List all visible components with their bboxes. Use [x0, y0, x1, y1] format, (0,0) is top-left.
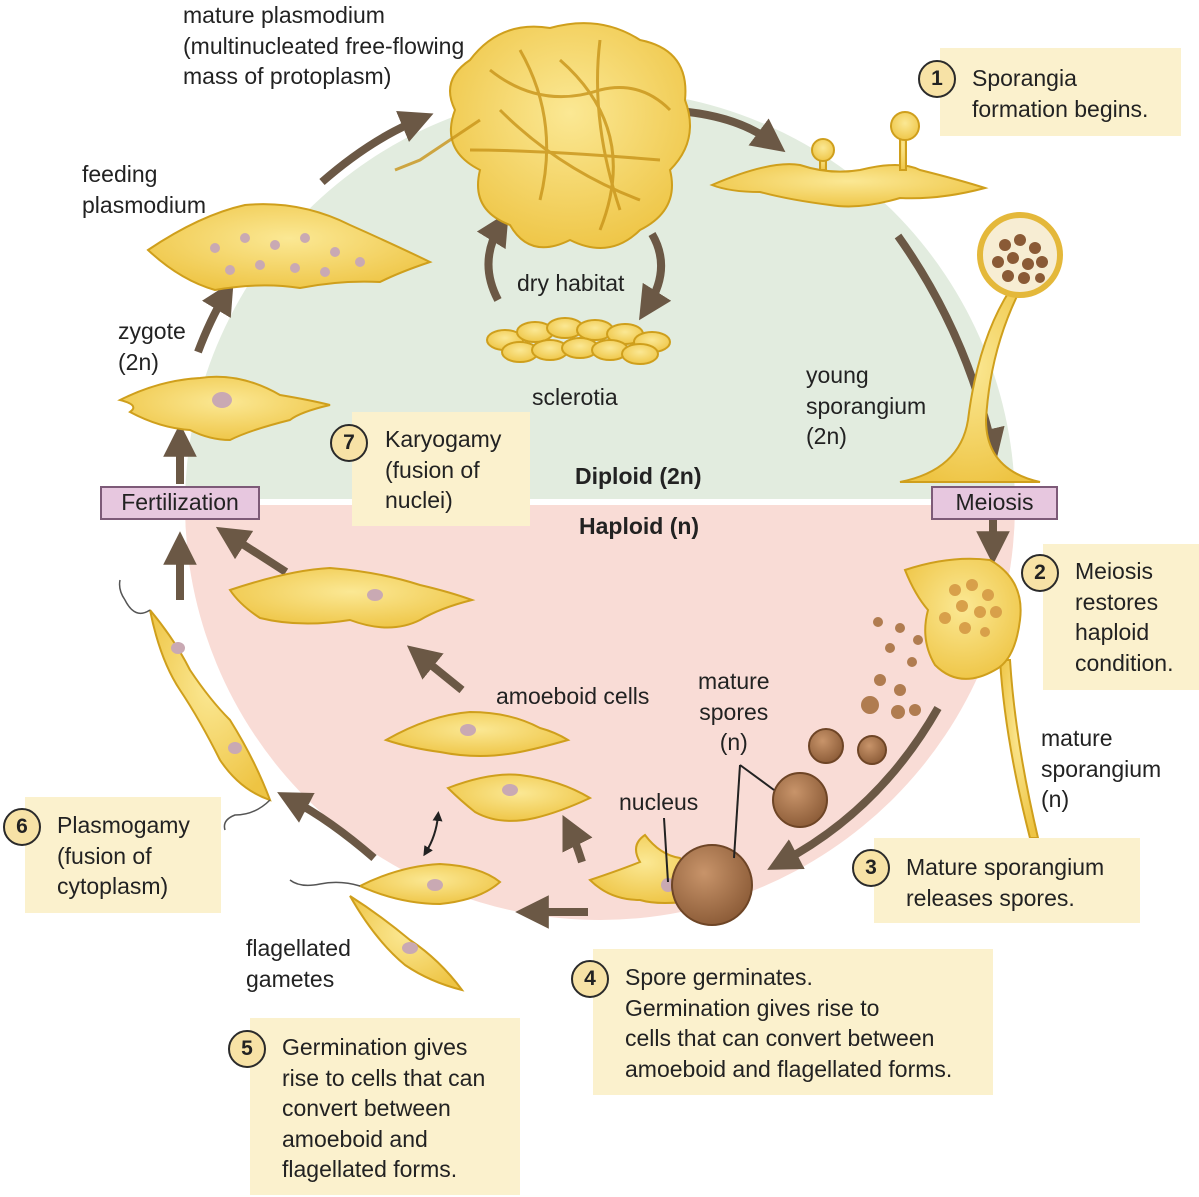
- spores-pointer-a: [739, 764, 775, 791]
- step-6-box: [25, 797, 221, 913]
- label-nucleus: nucleus: [619, 789, 699, 815]
- step-7-box: [352, 412, 530, 526]
- young-sporangium-illustration: [899, 212, 1063, 483]
- nucleus-pointer: [663, 817, 669, 883]
- step-4-box: [593, 949, 993, 1095]
- mature-plasmodium-illustration: [394, 22, 691, 249]
- mature-sporangium-illustration: [861, 557, 1040, 839]
- sporangia-formation-illustration: [709, 111, 989, 208]
- spores-pointer-b: [733, 764, 741, 859]
- step-6-text: Plasmogamy (fusion of cytoplasm): [57, 812, 190, 899]
- cycle-arrows: [163, 108, 1010, 929]
- label-mature-spores: mature spores (n): [698, 668, 770, 755]
- step-2-number: 2: [1021, 554, 1059, 592]
- arrow-to-sclerotia: [639, 231, 672, 321]
- meiosis-box: Meiosis: [931, 486, 1058, 520]
- step-1-box: [940, 48, 1181, 136]
- label-mature-sporangium: mature sporangium (n): [1041, 725, 1162, 812]
- arrow-amoeba-to-fertilization: [215, 526, 289, 576]
- label-mature-plasmodium: mature plasmodium (multinucleated free-f…: [183, 2, 465, 89]
- arrow-to-plasmogamy: [277, 792, 377, 862]
- zygote-illustration: [117, 375, 331, 442]
- arrow-release-spores: [767, 706, 942, 870]
- step-7-number: 7: [330, 424, 368, 462]
- step-4-text: Spore germinates. Germination gives rise…: [625, 964, 953, 1082]
- arrow-to-feeding: [194, 280, 234, 354]
- step-3-text: Mature sporangium releases spores.: [906, 854, 1105, 911]
- step-5-box: [250, 1018, 520, 1195]
- step-1-number: 1: [918, 60, 956, 98]
- flagellated-gametes-illustration: [118, 579, 502, 992]
- arrow-to-mature-plasmodium: [319, 110, 434, 186]
- sclerotia-illustration: [486, 317, 671, 365]
- step-2-box: [1043, 544, 1199, 690]
- label-flagellated-gametes: flagellated gametes: [246, 935, 351, 992]
- label-haploid: Haploid (n): [579, 513, 700, 539]
- label-feeding-plasmodium: feeding plasmodium: [82, 161, 206, 218]
- label-zygote: zygote (2n): [118, 318, 186, 375]
- amoeboid-cells-illustration: [228, 566, 593, 822]
- step-7-text: Karyogamy (fusion of nuclei): [385, 426, 502, 513]
- label-young-sporangium: young sporangium (2n): [806, 362, 927, 449]
- feeding-plasmodium-illustration: [146, 203, 433, 292]
- ploidy-divider: [180, 499, 1020, 505]
- convert-double-arrow: [423, 811, 443, 857]
- mature-spores-illustration: [772, 728, 887, 828]
- label-sclerotia: sclerotia: [532, 384, 618, 410]
- step-2-text: Meiosis restores haploid condition.: [1075, 558, 1174, 676]
- arrow-to-sporangia: [687, 108, 786, 153]
- step-5-number: 5: [228, 1030, 266, 1068]
- step-6-number: 6: [3, 808, 41, 846]
- label-diploid: Diploid (2n): [575, 463, 702, 489]
- step-4-number: 4: [571, 960, 609, 998]
- arrow-amoeba-up: [406, 645, 465, 694]
- arrow-sclerotia-up: [476, 211, 509, 302]
- arrow-spore-to-amoeba: [562, 814, 593, 864]
- label-dry-habitat: dry habitat: [517, 270, 625, 296]
- fertilization-box: Fertilization: [100, 486, 260, 520]
- step-5-text: Germination gives rise to cells that can…: [282, 1034, 486, 1182]
- pointer-lines: [423, 764, 775, 883]
- step-1-text: Sporangia formation begins.: [972, 65, 1149, 122]
- step-3-box: [874, 838, 1140, 923]
- germinating-spore-illustration: [588, 833, 753, 926]
- amoeboid-nuclei: [367, 589, 518, 796]
- step-3-number: 3: [852, 849, 890, 887]
- label-amoeboid-cells: amoeboid cells: [496, 683, 650, 709]
